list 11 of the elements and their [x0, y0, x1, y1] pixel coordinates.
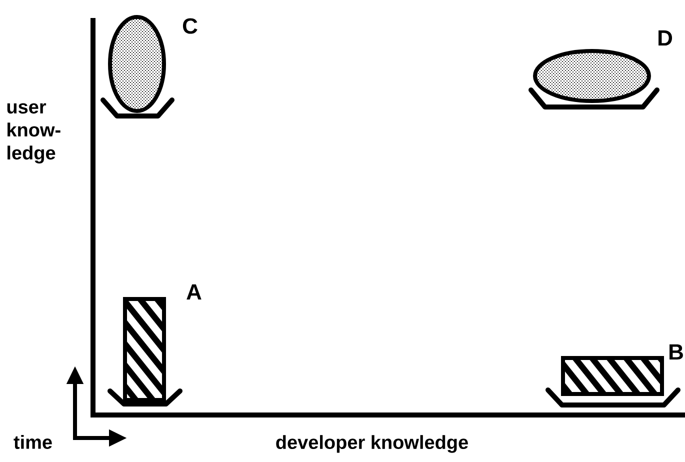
block-drawing: A — [108, 284, 202, 406]
node-label: A — [186, 284, 202, 300]
axis-label: user know-ledge — [7, 103, 60, 164]
ellipse-drawing: C — [100, 14, 198, 118]
node-label: C — [182, 18, 198, 34]
axis-label: time — [14, 435, 52, 449]
node-label: B — [670, 344, 683, 360]
block-drawing: B — [546, 344, 683, 408]
node-label: D — [658, 30, 672, 46]
ellipse-drawing: D — [528, 30, 672, 110]
axis-label: developer knowledge — [276, 435, 468, 453]
